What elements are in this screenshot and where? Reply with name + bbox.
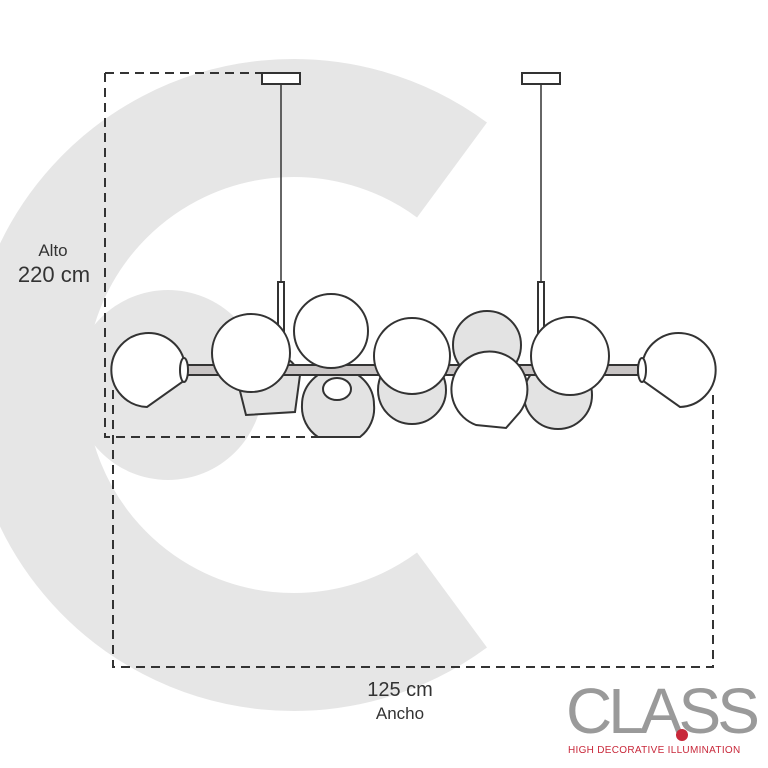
globe-front bbox=[450, 350, 529, 430]
height-dimension-line bbox=[104, 72, 320, 438]
globe-socket bbox=[322, 377, 352, 401]
globe-neck bbox=[179, 357, 189, 383]
height-label: Alto bbox=[38, 241, 68, 260]
width-label: Ancho bbox=[375, 704, 425, 723]
width-dimension-line bbox=[112, 390, 714, 668]
globe-left-end bbox=[110, 332, 186, 409]
globe-right-end bbox=[641, 332, 717, 409]
logo-tagline: HIGH DECORATIVE ILLUMINATION bbox=[568, 745, 741, 756]
logo-red-dot-icon bbox=[676, 729, 688, 741]
ceiling-canopy-left bbox=[261, 72, 301, 85]
globe-front bbox=[293, 293, 369, 369]
globe-front bbox=[373, 317, 451, 395]
width-value: 125 cm bbox=[367, 679, 433, 701]
globe-neck bbox=[637, 357, 647, 383]
globe-front bbox=[530, 316, 610, 396]
globe-front bbox=[211, 313, 291, 393]
globe-back bbox=[300, 368, 376, 438]
ceiling-canopy-right bbox=[521, 72, 561, 85]
height-value: 220 cm bbox=[17, 262, 91, 287]
class-logo: CLASS HIGH DECORATIVE ILLUMINATION bbox=[566, 675, 760, 760]
logo-wordmark: CLASS bbox=[566, 675, 760, 747]
background-c-shape bbox=[0, 59, 487, 711]
